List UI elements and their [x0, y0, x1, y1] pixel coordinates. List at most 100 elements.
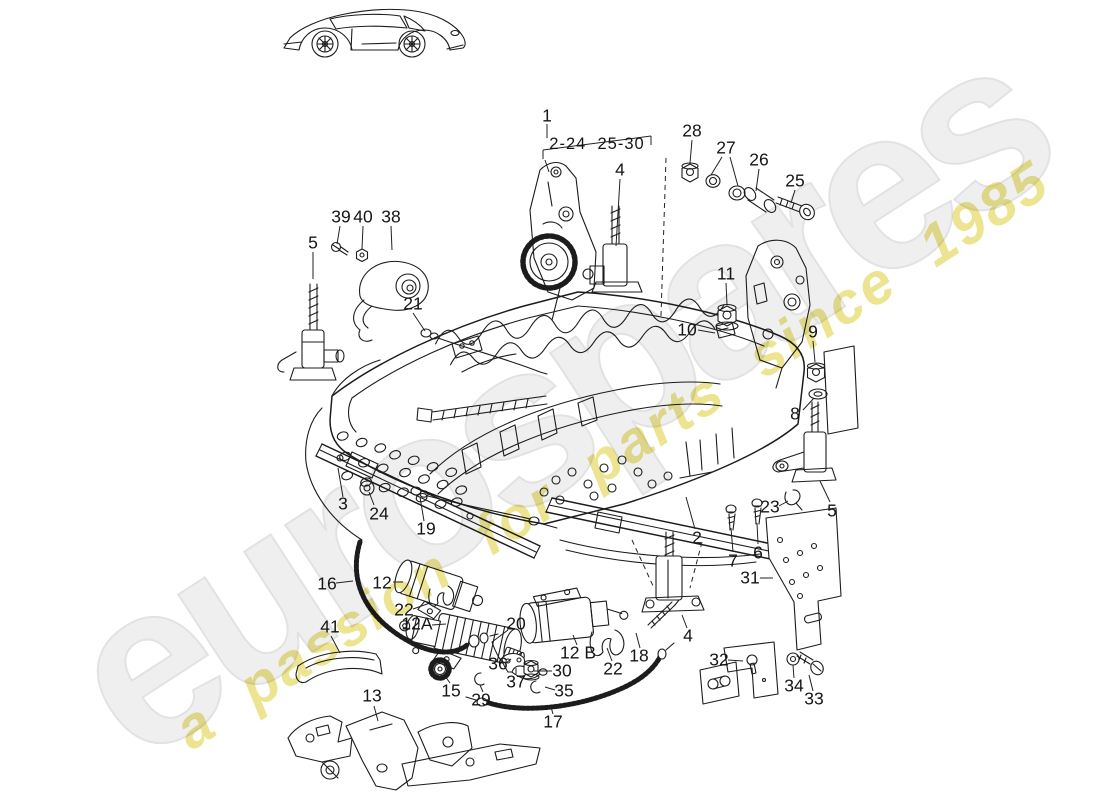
- part-callout-22: 22: [394, 599, 414, 620]
- leader-line: [778, 500, 789, 507]
- leader-line: [808, 674, 814, 692]
- right-hinge-bracket: [745, 239, 811, 389]
- actuator-left: [277, 283, 345, 381]
- leader-line: [819, 480, 831, 503]
- leader-line: [505, 658, 512, 664]
- leader-line: [491, 629, 509, 643]
- mount-plate-32: [699, 641, 779, 705]
- fork-clip-22-upper: [428, 585, 455, 607]
- part-callout-3: 3: [338, 493, 348, 514]
- leader-line: [727, 659, 744, 662]
- leader-line: [542, 135, 652, 151]
- leader-line: [697, 329, 716, 334]
- clamp-23: [784, 489, 803, 511]
- assembly-callout-1: 1: [542, 105, 552, 126]
- leader-line: [361, 225, 364, 250]
- part-callout-15: 15: [441, 680, 461, 701]
- screw-33: [796, 651, 824, 676]
- leader-line: [412, 312, 426, 332]
- leader-line: [550, 706, 554, 715]
- part-callout-12: 12: [372, 572, 392, 593]
- pan-tunnel: [429, 381, 723, 495]
- drive-cable-19: [410, 486, 558, 529]
- cross-spindle: [416, 395, 548, 423]
- drive-cable-20: [491, 641, 548, 680]
- part-callout-32: 32: [709, 649, 729, 670]
- screw-6: [751, 498, 763, 525]
- part-callout-19: 19: [416, 518, 436, 539]
- leader-line: [689, 541, 703, 589]
- leader-line: [812, 340, 816, 363]
- part-callout-35: 35: [554, 680, 574, 701]
- leader-line: [419, 496, 425, 522]
- nut-11: [715, 303, 739, 331]
- leader-line: [390, 225, 393, 251]
- handle-41: [295, 650, 383, 684]
- leader-line: [335, 580, 354, 584]
- floor-bracket-13: [287, 711, 541, 791]
- leader-line: [368, 491, 375, 506]
- part-callout-20: 20: [506, 613, 526, 634]
- part-callout-33: 33: [804, 688, 824, 709]
- leader-line: [790, 189, 796, 204]
- part-callout-24: 24: [369, 503, 389, 524]
- fork-clip-22-lower: [589, 629, 625, 657]
- part-callout-38: 38: [381, 206, 401, 227]
- part-callout-4: 4: [683, 625, 693, 646]
- part-callout-27: 27: [716, 137, 736, 158]
- part-callout-8: 8: [790, 403, 800, 424]
- leader-line: [412, 602, 431, 610]
- leader-line: [756, 522, 759, 545]
- motor-12: [394, 559, 484, 620]
- part-callout-39: 39: [331, 206, 351, 227]
- part-callout-28: 28: [682, 120, 702, 141]
- nut-28: [681, 162, 699, 183]
- leader-line: [444, 675, 451, 684]
- screw-7: [725, 504, 737, 531]
- part-callout-18: 18: [629, 645, 649, 666]
- part-callout-16: 16: [317, 573, 337, 594]
- clip-35: [530, 680, 541, 694]
- part-callout-21: 21: [403, 293, 423, 314]
- nut-40: [355, 248, 369, 263]
- part-callout-7: 7: [728, 550, 738, 571]
- clip-10: [715, 321, 736, 339]
- actuator-top: [582, 205, 643, 293]
- leader-line: [431, 623, 447, 626]
- leader-line: [689, 139, 693, 164]
- part-callout-5: 5: [308, 232, 318, 253]
- leader-line: [330, 635, 341, 654]
- leader-line: [606, 647, 613, 662]
- washer-24: [359, 480, 375, 496]
- bolt-25: [775, 196, 815, 221]
- clip-29: [474, 672, 485, 686]
- part-callout-41: 41: [320, 616, 340, 637]
- part-callout-13: 13: [362, 685, 382, 706]
- leader-line: [725, 282, 728, 306]
- leader-line: [710, 156, 723, 176]
- part-callout-4: 4: [615, 159, 625, 180]
- leader-line: [730, 527, 734, 553]
- drive-cable-21: [420, 328, 548, 375]
- part-callout-30: 30: [552, 660, 572, 681]
- assembly-range-label: 2-24 25-30: [549, 134, 645, 153]
- hose-16: [305, 407, 499, 655]
- part-callout-11: 11: [716, 263, 736, 284]
- part-callout-2: 2: [692, 527, 702, 548]
- handle-38: [353, 260, 429, 342]
- leader-line: [544, 159, 550, 173]
- car-silhouette-icon: [283, 8, 466, 58]
- part-callout-36: 36: [488, 653, 508, 674]
- mount-plate-31: [765, 507, 842, 651]
- leader-line: [615, 178, 621, 247]
- part-callout-37: 37: [506, 671, 526, 692]
- part-callout-5: 5: [827, 500, 837, 521]
- leader-line: [373, 705, 379, 722]
- part-callout-6: 6: [753, 542, 763, 563]
- part-callout-34: 34: [784, 675, 804, 696]
- washers-27: [705, 174, 746, 201]
- spacer-26: [743, 187, 777, 213]
